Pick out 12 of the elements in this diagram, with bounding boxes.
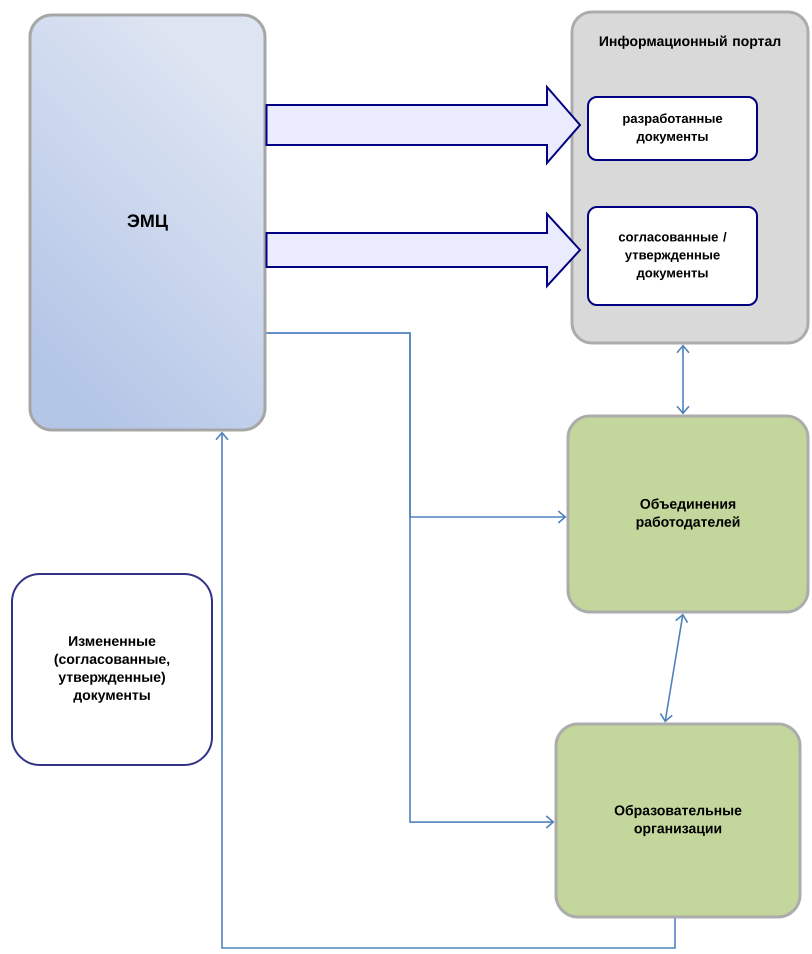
organization-box: Образовательные организации — [554, 722, 802, 918]
arrow — [215, 432, 676, 949]
block-arrow — [266, 84, 582, 166]
document-box: разработанные документы — [587, 96, 758, 161]
process-box: ЭМЦ — [28, 14, 266, 432]
organization-box: Объединения работодателей — [566, 414, 810, 614]
arrow — [660, 614, 688, 722]
arrow — [266, 332, 554, 829]
arrow — [676, 344, 690, 414]
document-box: согласованные / утвержденные документы — [587, 206, 758, 306]
block-arrow — [266, 211, 582, 289]
document-box: Измененные (согласованные, утвержденные) документы — [11, 573, 213, 766]
